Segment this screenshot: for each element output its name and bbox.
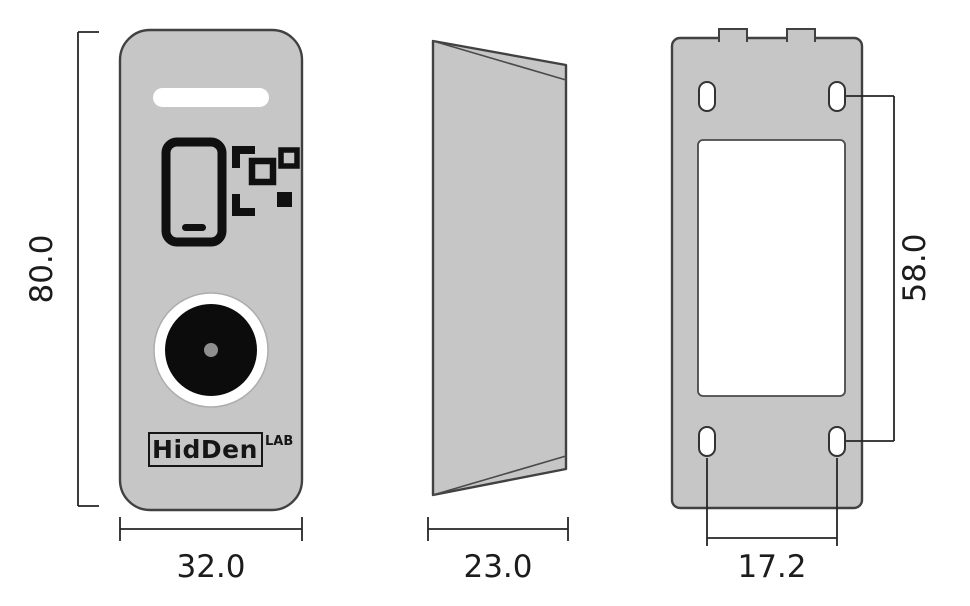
qr-square-a <box>248 157 277 186</box>
qr-phone-icon <box>161 137 300 247</box>
mounting-hole-bottom-right <box>828 426 846 457</box>
dim-height-lines <box>77 31 99 507</box>
mounting-tab-left <box>718 28 748 42</box>
mounting-tab-right <box>786 28 816 42</box>
mounting-hole-top-right <box>828 81 846 112</box>
dim-depth-lines <box>427 517 569 541</box>
dim-hole-horizontal-lines <box>706 458 838 546</box>
dim-width-label: 32.0 <box>176 549 245 585</box>
qr-square-b <box>278 147 300 169</box>
phone-home-bar <box>182 224 206 231</box>
side-chamfer-top-edge <box>432 40 567 81</box>
dim-hole-spacing-vertical: 58.0 <box>846 95 933 442</box>
brand-suffix: LAB <box>265 434 293 449</box>
brand-badge: HidDen LAB <box>148 432 293 467</box>
front-view: HidDen LAB <box>118 28 304 512</box>
back-view <box>670 28 864 510</box>
dim-width-lines <box>119 517 303 541</box>
lens-center-dot <box>204 343 218 357</box>
dim-hole-vertical-lines <box>846 95 895 442</box>
dim-hole-vertical-label: 58.0 <box>897 233 933 302</box>
side-chamfer-bottom-edge <box>432 455 567 496</box>
dim-depth-label: 23.0 <box>463 549 532 585</box>
qr-square-filled <box>277 192 292 207</box>
dim-height: 80.0 <box>24 31 99 507</box>
speaker-slot <box>153 88 269 107</box>
dim-hole-spacing-horizontal: 17.2 <box>706 458 838 585</box>
phone-outline <box>161 137 227 247</box>
dim-hole-horizontal-label: 17.2 <box>737 549 806 585</box>
qr-bracket-top-left <box>232 146 255 168</box>
side-view <box>431 39 568 497</box>
brand-box <box>148 432 263 467</box>
camera-lens-icon <box>153 292 269 408</box>
back-cutout <box>697 139 846 397</box>
side-body <box>431 39 568 497</box>
mounting-hole-bottom-left <box>698 426 716 457</box>
mounting-hole-top-left <box>698 81 716 112</box>
dim-depth: 23.0 <box>427 517 569 585</box>
brand-text: HidDen <box>152 435 258 464</box>
qr-bracket-bottom-left <box>232 194 255 216</box>
dim-width: 32.0 <box>119 517 303 585</box>
dim-height-label: 80.0 <box>24 234 60 303</box>
